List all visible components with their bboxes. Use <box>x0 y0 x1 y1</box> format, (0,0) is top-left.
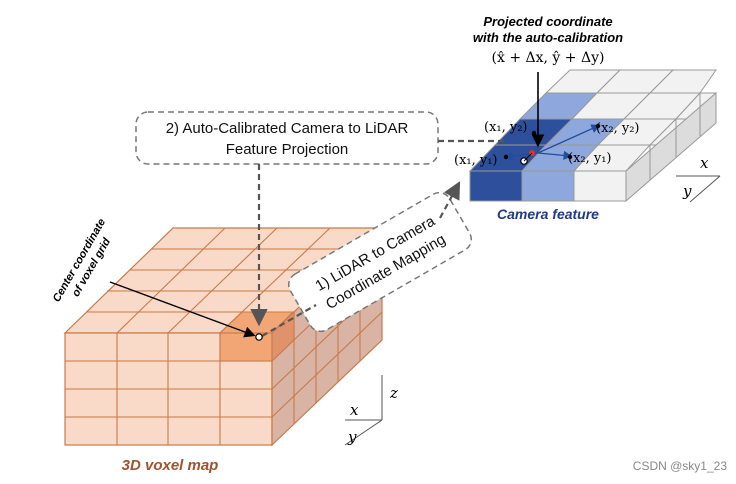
voxel-center-point <box>255 333 263 341</box>
projected-title-1: Projected coordinate <box>483 14 612 29</box>
lidar-upper-arrow <box>439 181 461 219</box>
coord-x1-y2: (x₁, y₂) <box>484 120 528 135</box>
voxel-axis-x: x <box>350 401 359 419</box>
autocal-callout-box <box>135 111 439 165</box>
voxel-map <box>63 226 384 447</box>
camera-feature-label: Camera feature <box>497 206 599 222</box>
autocal-line-1: 2) Auto-Calibrated Camera to LiDAR <box>166 120 409 137</box>
voxel-axis-z: z <box>389 384 398 402</box>
voxel-axes <box>344 375 383 446</box>
camera-axis-x: x <box>700 154 709 172</box>
center-coordinate-arrow <box>109 281 256 338</box>
coord-x2-y1: (x₂, y₁) <box>568 151 612 166</box>
projected-formula: (x̂ + Δx, ŷ + Δy) <box>492 49 605 66</box>
lidar-callout-box <box>287 191 473 333</box>
camera-axes <box>676 175 721 203</box>
coord-x2-y2: (x₂, y₂) <box>596 121 640 136</box>
camera-feature-grid <box>468 69 717 203</box>
watermark: CSDN @sky1_23 <box>633 459 728 473</box>
lidar-lower-connector <box>261 304 317 337</box>
projected-title-2: with the auto-calibration <box>473 30 623 45</box>
coord-x1-y1: (x₁, y₁) <box>454 153 498 168</box>
autocal-line-2: Feature Projection <box>226 141 349 158</box>
voxel-axis-y: y <box>347 428 357 446</box>
camera-axis-y: y <box>682 182 692 200</box>
voxel-map-label: 3D voxel map <box>122 457 219 474</box>
camera-projection-points <box>503 123 601 165</box>
